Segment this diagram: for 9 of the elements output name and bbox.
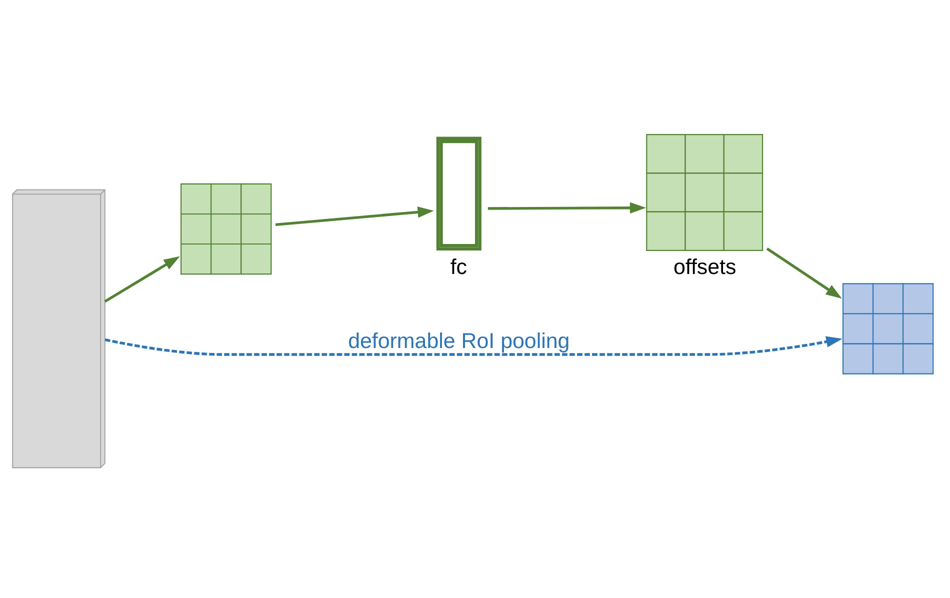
edge-label: deformable RoI pooling (348, 329, 570, 354)
arrow (766, 247, 842, 299)
node-label: offsets (673, 255, 736, 280)
arrow (104, 256, 180, 303)
arrow (104, 336, 842, 356)
arrow (488, 202, 646, 214)
arrow (275, 206, 434, 226)
node-box (436, 136, 482, 250)
node-label: fc (450, 255, 468, 280)
